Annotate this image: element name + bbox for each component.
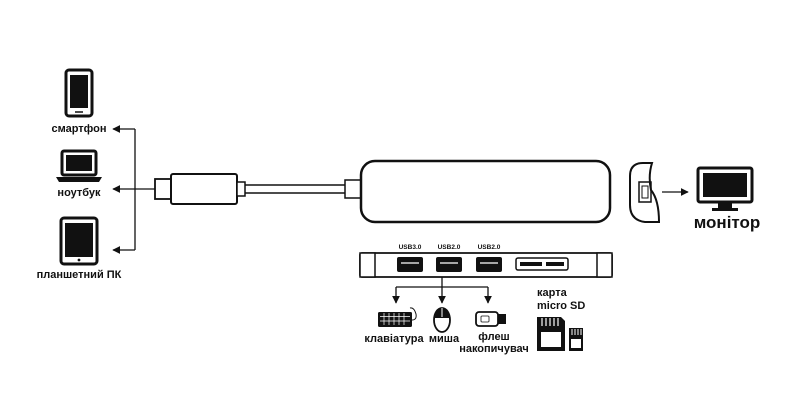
sd-card-icon	[537, 317, 565, 351]
sd-card-slot-icon	[515, 257, 569, 271]
keyboard-icon	[378, 307, 417, 327]
hub-top-view	[359, 159, 612, 224]
laptop-label: ноутбук	[57, 187, 101, 199]
hdmi-plug-icon	[629, 162, 661, 223]
port-label-usb20-a: USB2.0	[438, 244, 461, 251]
cable	[245, 179, 364, 199]
laptop-icon	[56, 149, 102, 182]
smartphone-label: смартфон	[51, 123, 106, 135]
tablet-icon	[59, 216, 99, 266]
flash-drive-label-2: накопичувач	[459, 343, 529, 355]
usb-c-plug-icon	[154, 173, 246, 205]
usb30-port-icon	[397, 257, 423, 272]
smartphone-icon	[64, 68, 94, 118]
card-label-2: micro SD	[537, 300, 585, 312]
flash-drive-icon	[475, 311, 506, 327]
port-label-usb30: USB3.0	[399, 244, 422, 251]
monitor-icon	[696, 166, 754, 211]
device-bracket	[112, 125, 155, 254]
peripheral-arrows	[392, 277, 492, 304]
micro-sd-card-icon	[569, 328, 583, 351]
usb20-port-b-icon	[476, 257, 502, 272]
mouse-icon	[433, 307, 451, 333]
tablet-label: планшетний ПК	[37, 269, 122, 281]
monitor-label: монітор	[694, 213, 761, 232]
flash-drive-label-1: флеш	[478, 331, 509, 343]
mouse-label: миша	[429, 333, 460, 345]
keyboard-label: клавіатура	[364, 333, 424, 345]
card-label-1: карта	[537, 287, 568, 299]
usb20-port-a-icon	[436, 257, 462, 272]
port-label-usb20-b: USB2.0	[478, 244, 501, 251]
